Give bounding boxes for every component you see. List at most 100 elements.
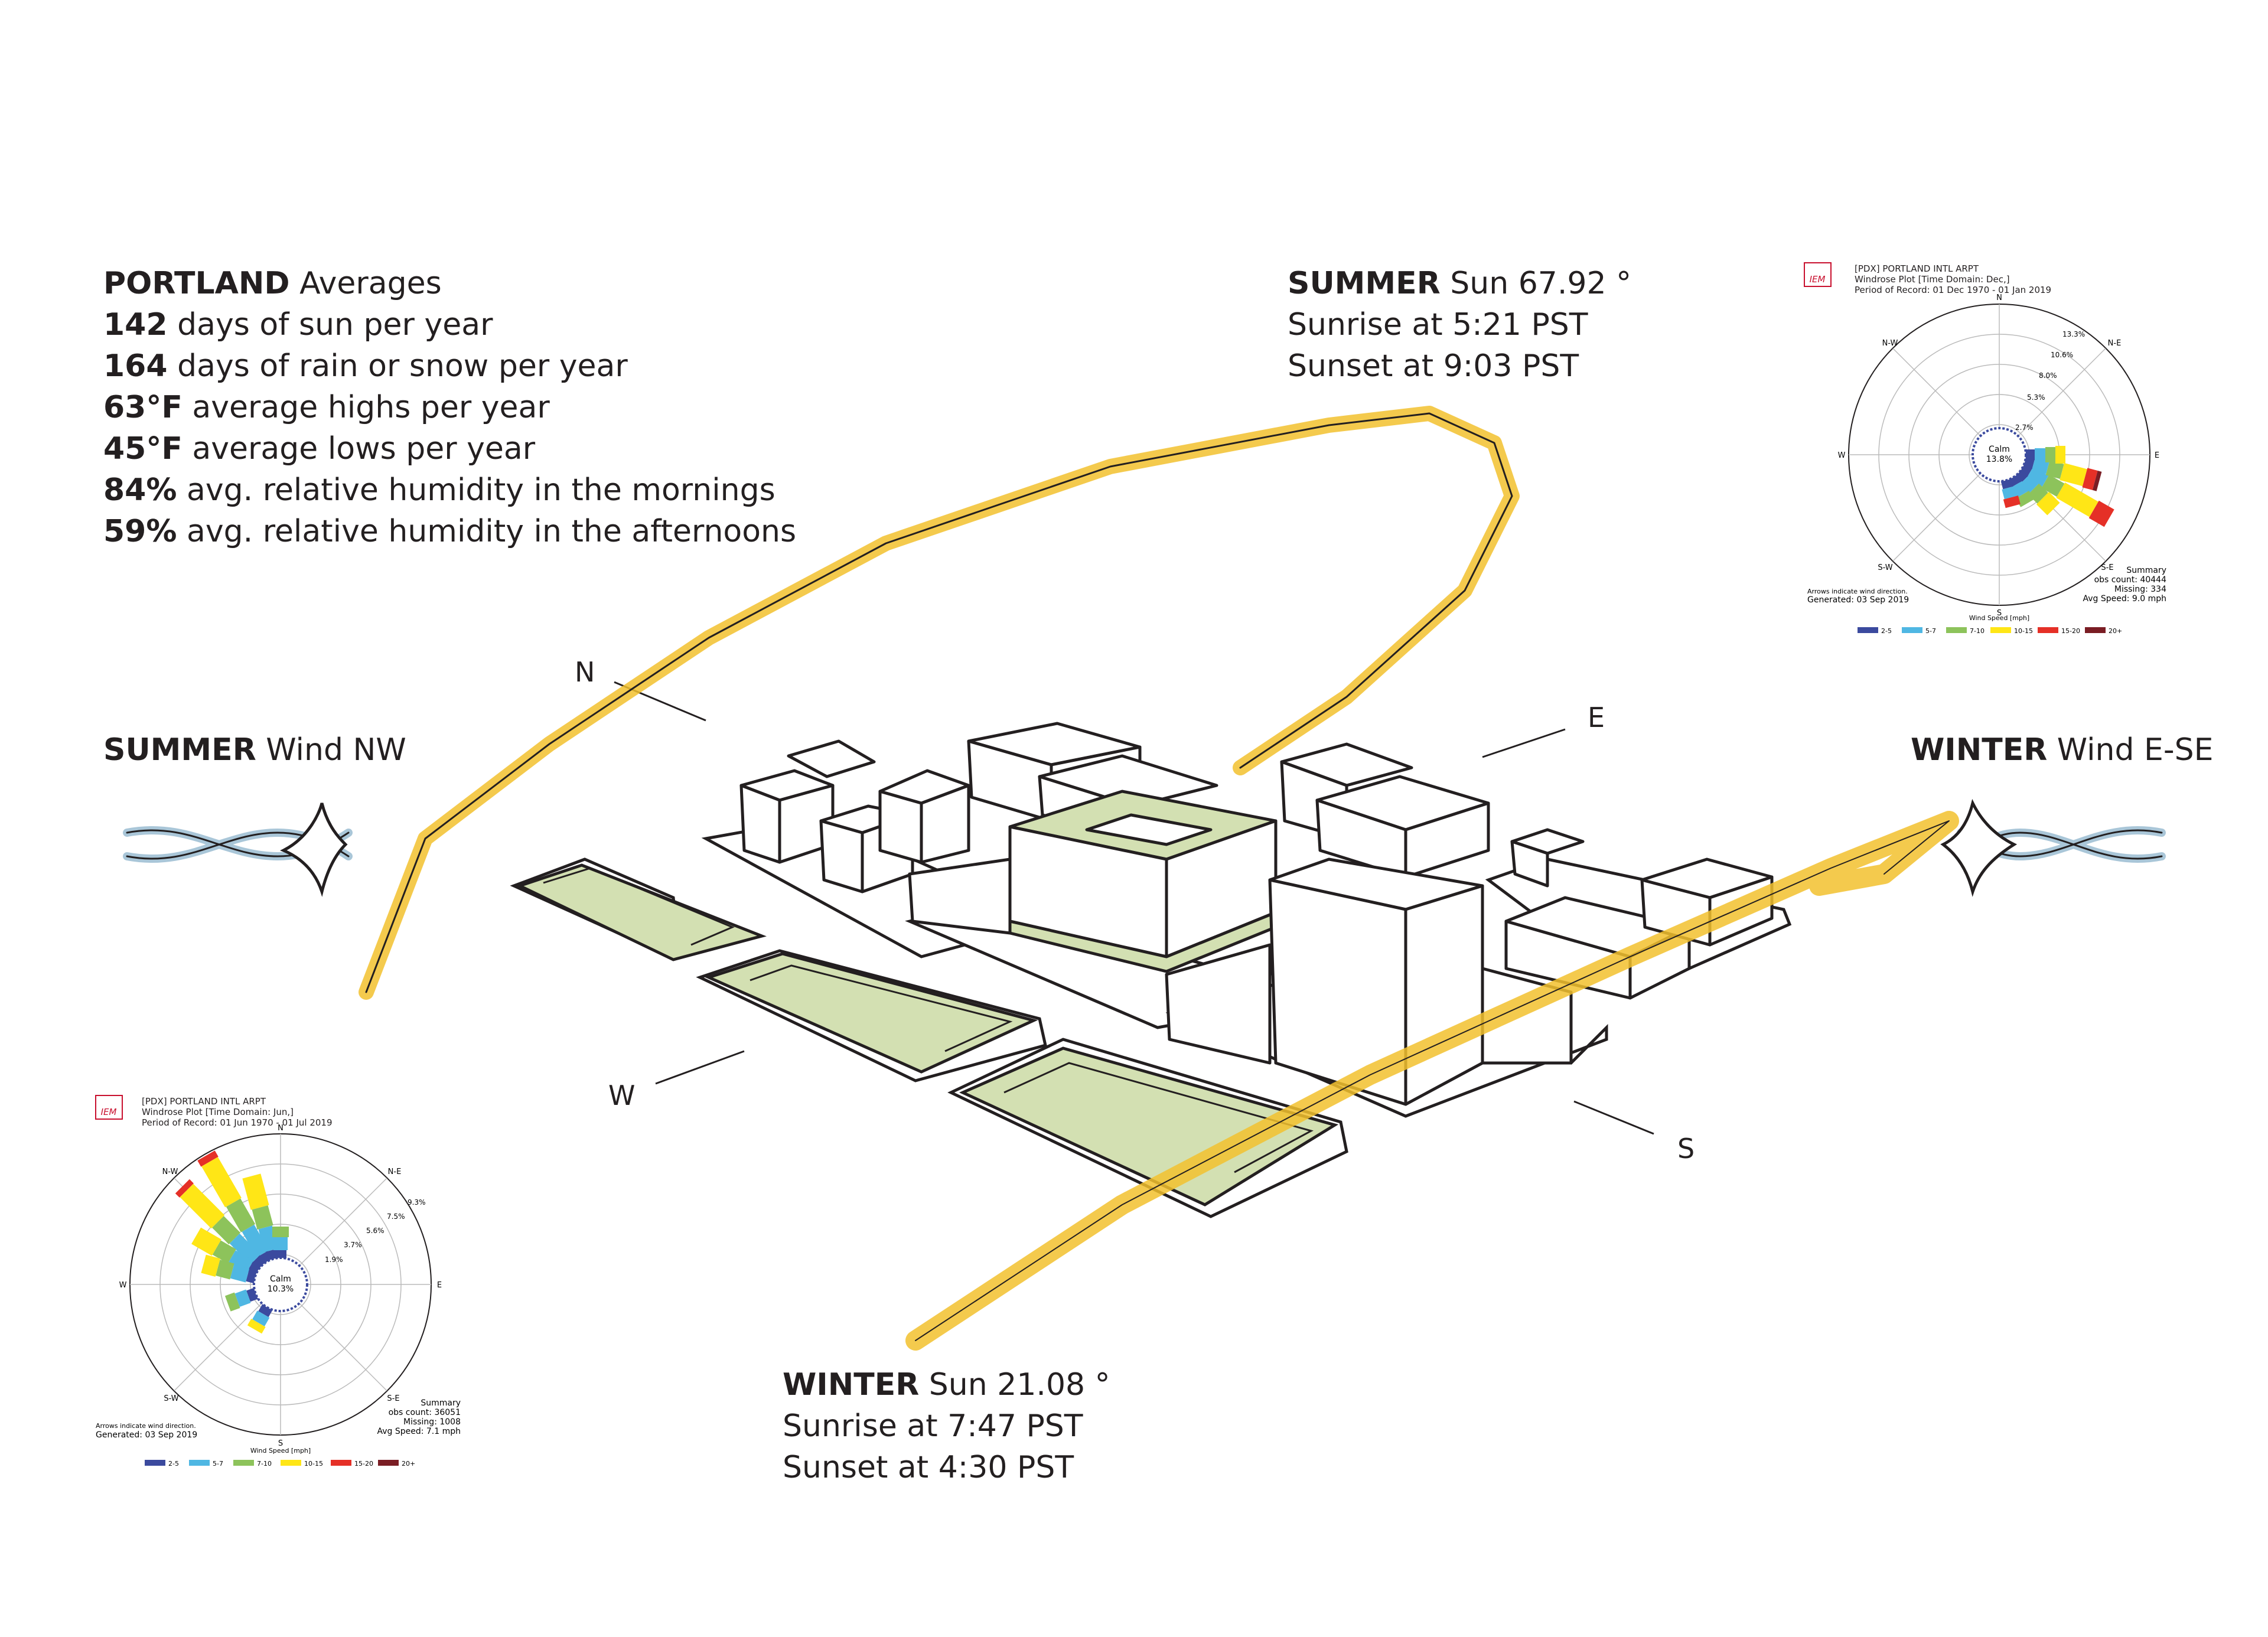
windrose-dec-calm-label: Calm	[1989, 445, 2010, 454]
windrose-dec-footer-note: Arrows indicate wind direction.	[1807, 588, 1908, 595]
iem-logo-icon	[1804, 262, 1832, 287]
windrose-dec-dir-nw: N-W	[1882, 339, 1898, 348]
svg-text:2-5: 2-5	[168, 1460, 179, 1468]
svg-text:5-7: 5-7	[213, 1460, 223, 1468]
windrose-dec-header-1: [PDX] PORTLAND INTL ARPT	[1855, 263, 1979, 274]
windrose-jun-ring-1: 1.9%	[325, 1256, 343, 1264]
building-courtyard-hole	[1085, 813, 1213, 846]
windrose-jun-dir-s: S	[278, 1439, 283, 1448]
windrose-jun-dir-n: N	[278, 1124, 284, 1133]
windrose-jun-svg: IEM [PDX] PORTLAND INTL ARPT Windrose Pl…	[95, 1095, 461, 1468]
stat-text: avg. relative humidity in the mornings	[187, 472, 775, 508]
summer-wind-season: SUMMER	[103, 732, 256, 768]
windrose-dec-header-2: Windrose Plot [Time Domain: Dec,]	[1855, 274, 2010, 285]
windrose-dec-legend-title: Wind Speed [mph]	[1969, 614, 2029, 622]
winter-wind-season: WINTER	[1911, 732, 2048, 768]
winter-sun-season: WINTER	[783, 1367, 920, 1403]
windrose-jun-legend: 2-5 5-7 7-10 10-15 15-20 20+	[145, 1460, 415, 1468]
windrose-jun-header-1: [PDX] PORTLAND INTL ARPT	[142, 1096, 266, 1107]
compass-n: N	[575, 656, 595, 688]
windrose-jun-header-2: Windrose Plot [Time Domain: Jun,]	[142, 1107, 294, 1117]
stat-line: 63°F average highs per year	[103, 387, 796, 428]
stat-line: 59% avg. relative humidity in the aftern…	[103, 511, 796, 552]
summer-sun-path	[359, 406, 1520, 1000]
stat-text: average highs per year	[192, 390, 550, 425]
compass-e: E	[1588, 702, 1605, 733]
windrose-dec-dir-w: W	[1838, 451, 1846, 460]
windrose-jun-summary-title: Summary	[421, 1398, 461, 1408]
windrose-dec-ring-4: 10.6%	[2051, 351, 2073, 359]
windrose-dec-summary-count: obs count: 40444	[2094, 575, 2166, 585]
winter-sun-info: WINTER Sun 21.08 ° Sunrise at 7:47 PST S…	[783, 1364, 1110, 1488]
windrose-dec-ring-2: 5.3%	[2027, 393, 2045, 402]
windrose-dec-dir-ne: N-E	[2108, 339, 2122, 348]
windrose-dec-dir-s: S	[1997, 609, 2002, 618]
stat-value: 63°F	[103, 390, 183, 425]
compass-e-line	[1482, 728, 1566, 758]
windrose-dec-legend: 2-5 5-7 7-10 10-15 15-20 20+	[1858, 627, 2122, 635]
windrose-dec-dir-se: S-E	[2101, 563, 2113, 572]
windrose-jun-petals	[175, 1150, 308, 1334]
summer-sunset: Sunset at 9:03 PST	[1288, 348, 1579, 384]
svg-text:2-5: 2-5	[1881, 627, 1892, 635]
portland-title-suffix: Averages	[299, 266, 442, 301]
building-nw4-roof	[878, 769, 970, 805]
stat-line: 164 days of rain or snow per year	[103, 345, 796, 387]
windrose-dec-ring-1: 2.7%	[2015, 423, 2034, 432]
building-low-south	[1165, 943, 1272, 1065]
winter-sun-angle: Sun 21.08 °	[928, 1367, 1110, 1403]
svg-text:5-7: 5-7	[1925, 627, 1936, 635]
svg-text:10-15: 10-15	[2014, 627, 2033, 635]
building-nw1-front	[739, 784, 781, 864]
portland-averages: PORTLAND Averages 142 days of sun per ye…	[103, 263, 796, 552]
stat-value: 84%	[103, 472, 177, 508]
park-west-path	[543, 867, 735, 946]
portland-title-line: PORTLAND Averages	[103, 263, 796, 304]
winter-sunset: Sunset at 4:30 PST	[783, 1450, 1074, 1485]
windrose-jun-dir-e: E	[437, 1281, 442, 1290]
stat-text: days of sun per year	[177, 307, 493, 343]
winter-wind-label: WINTER Wind E-SE	[1911, 729, 2214, 771]
compass-w: W	[608, 1080, 636, 1111]
summer-wind-label: SUMMER Wind NW	[103, 729, 406, 771]
windrose-jun-dir-ne: N-E	[388, 1168, 402, 1176]
summer-sun-season: SUMMER	[1288, 266, 1441, 301]
stat-line: 84% avg. relative humidity in the mornin…	[103, 469, 796, 511]
windrose-jun-panel: IEM [PDX] PORTLAND INTL ARPT Windrose Pl…	[89, 1087, 478, 1488]
windrose-dec-panel: IEM [PDX] PORTLAND INTL ARPT Windrose Pl…	[1795, 254, 2174, 644]
summer-sun-angle: Sun 67.92 °	[1450, 266, 1632, 301]
stat-text: avg. relative humidity in the afternoons	[187, 514, 797, 549]
windrose-jun-summary-count: obs count: 36051	[389, 1408, 461, 1417]
compass-s: S	[1677, 1133, 1695, 1165]
winter-sunrise: Sunrise at 7:47 PST	[783, 1408, 1083, 1444]
svg-text:20+: 20+	[402, 1460, 415, 1468]
windrose-jun-calm-value: 10.3%	[268, 1284, 294, 1294]
windrose-dec-ring-3: 8.0%	[2039, 371, 2057, 380]
summer-sunrise: Sunrise at 5:21 PST	[1288, 307, 1588, 343]
svg-text:7-10: 7-10	[257, 1460, 272, 1468]
stat-text: average lows per year	[192, 431, 536, 467]
windrose-jun-summary-missing: Missing: 1008	[403, 1417, 461, 1427]
windrose-jun-dir-sw: S-W	[164, 1394, 178, 1403]
compass-w-line	[655, 1050, 745, 1085]
windrose-dec-header-3: Period of Record: 01 Dec 1970 - 01 Jan 2…	[1855, 285, 2051, 295]
windrose-jun-ring-5: 9.3%	[408, 1198, 426, 1206]
stat-value: 164	[103, 348, 168, 384]
stat-value: 59%	[103, 514, 177, 549]
building-ne2-side	[1404, 801, 1490, 879]
building-podium-front	[908, 857, 1012, 935]
summer-wind-direction: Wind NW	[266, 732, 406, 768]
stat-text: days of rain or snow per year	[177, 348, 628, 384]
windrose-jun-footer-note: Arrows indicate wind direction.	[96, 1422, 196, 1430]
winter-wind-direction: Wind E-SE	[2057, 732, 2214, 768]
windrose-dec-generated: Generated: 03 Sep 2019	[1807, 595, 1909, 605]
iem-logo-icon	[95, 1095, 123, 1120]
park-center	[704, 952, 1038, 1074]
windrose-jun-ring-2: 3.7%	[344, 1241, 362, 1249]
svg-text:15-20: 15-20	[2061, 627, 2080, 635]
windrose-jun-dir-nw: N-W	[162, 1168, 178, 1176]
iem-logo-text: IEM	[1810, 274, 1826, 285]
windrose-jun-header-3: Period of Record: 01 Jun 1970 - 01 Jul 2…	[142, 1117, 333, 1128]
windrose-jun-dir-w: W	[119, 1281, 127, 1290]
